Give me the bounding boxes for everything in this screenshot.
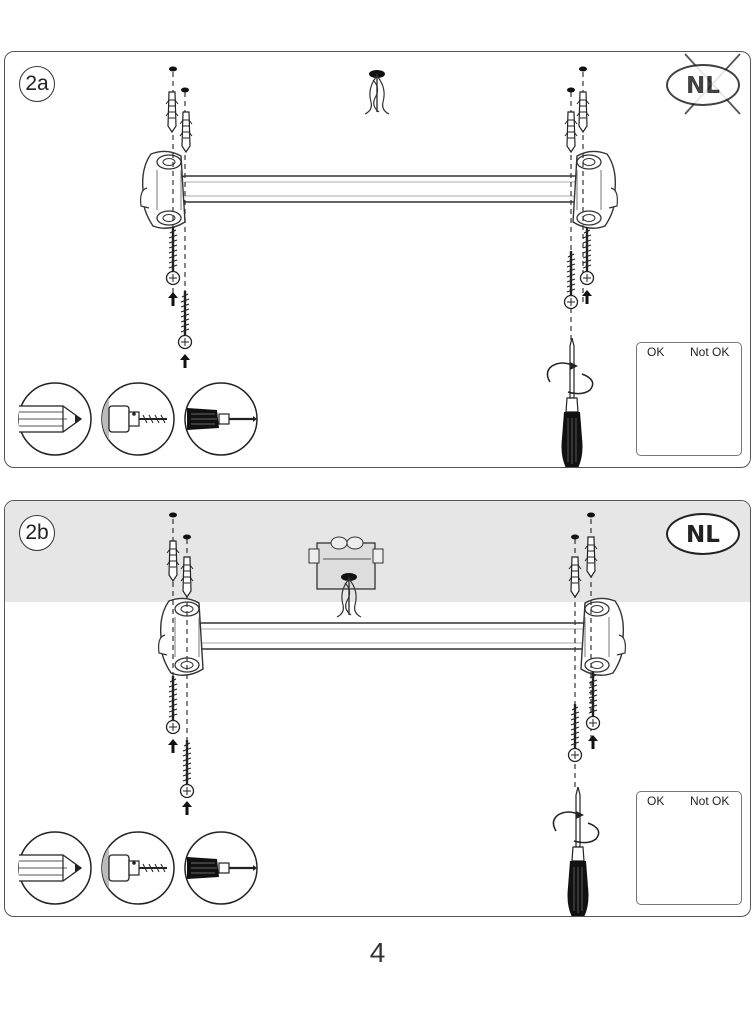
ok-comparison-box: OK Not OK [636,342,742,456]
tool-icons-row [18,831,258,905]
country-badge: NL [666,513,740,555]
towel-rail [180,175,582,203]
drill-icon [101,382,175,456]
drill-icon [101,831,175,905]
right-screw-assembly [563,66,595,342]
right-wall-bracket [580,597,627,676]
pencil-icon [18,382,92,456]
tool-icons-row [18,382,258,456]
screwdriver-icon [184,382,258,456]
instruction-panel-2b: 2b NL OK Not OK [4,500,751,917]
screwdriver-turn-icon [552,787,600,916]
mounting-diagram-2b [5,501,750,916]
junction-box-icon [308,536,384,590]
screwdriver-turn-icon [546,338,594,467]
not-ok-label: Not OK [690,794,730,808]
step-label: 2b [19,515,55,551]
right-screw-assembly [567,512,601,791]
left-wall-bracket [157,597,204,676]
instruction-panel-2a: 2a NL OK Not OK [4,51,751,468]
mounting-diagram-2a [18,53,741,467]
ok-comparison-box: OK Not OK [636,791,742,905]
towel-rail [180,622,602,650]
not-ok-label: Not OK [690,345,730,359]
ok-label: OK [647,794,665,808]
right-wall-bracket [572,150,619,229]
ceiling-drill-bit-icon [364,69,390,115]
left-screw-assembly [165,66,193,368]
pencil-icon [18,831,92,905]
ok-label: OK [647,345,665,359]
country-badge-crossed: NL [666,64,740,106]
left-screw-assembly [165,512,195,815]
step-label: 2a [19,66,55,102]
screwdriver-icon [184,831,258,905]
left-wall-bracket [139,150,186,229]
page-number: 4 [369,937,386,968]
